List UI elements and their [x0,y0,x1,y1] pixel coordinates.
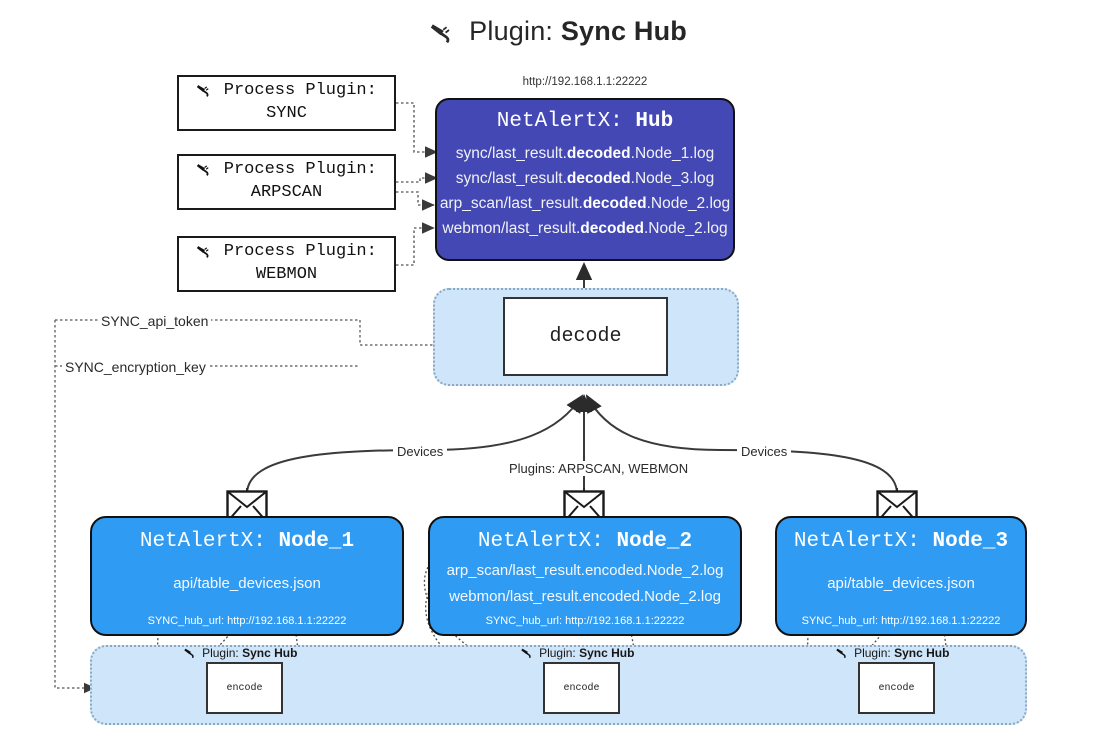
node-label-name: Node_2 [616,530,693,553]
hub-log-line: webmon/last_result.decoded.Node_2.log [442,220,728,238]
page-title-name: Sync Hub [560,16,687,46]
page-title: Plugin: Sync Hub [0,16,1117,47]
hub-log-line: arp_scan/last_result.decoded.Node_2.log [439,195,731,213]
encode-title: Plugin: Sync Hub [521,646,634,660]
node-box-node-2[interactable]: NetAlertX: Node_2 arp_scan/last_result.e… [428,516,742,636]
node-label-name: Node_3 [932,530,1009,553]
encode-title: Plugin: Sync Hub [184,646,297,660]
plugin-box-line1: Process Plugin: [223,81,377,101]
plug-icon [196,161,223,179]
plugin-box-line2: SYNC [266,104,307,123]
node-footer: SYNC_hub_url: http://192.168.1.1:22222 [147,615,347,627]
hub-url-label: http://192.168.1.1:22222 [522,76,648,88]
node-box-node-3[interactable]: NetAlertX: Node_3 api/table_devices.json… [775,516,1027,636]
setting-label-encryption-key: SYNC_encryption_key [62,359,209,375]
node-box-node-1[interactable]: NetAlertX: Node_1 api/table_devices.json… [90,516,404,636]
decode-box[interactable]: decode [503,297,668,376]
plug-icon [196,243,223,261]
process-plugin-box-arpscan[interactable]: Process Plugin: ARPSCAN [177,154,396,210]
page-title-prefix: Plugin: [469,16,554,46]
plug-icon [521,648,537,660]
node-label-prefix: NetAlertX: [139,530,266,553]
decode-label: decode [549,325,622,348]
node-line: arp_scan/last_result.encoded.Node_2.log [446,561,724,579]
plug-icon [836,648,852,660]
plugin-box-line1: Process Plugin: [223,160,377,180]
hub-label-name: Hub [635,110,674,133]
encode-label: encode [878,682,915,694]
encode-label: encode [226,682,263,694]
plugin-box-line2: WEBMON [255,265,318,284]
node-label-name: Node_1 [278,530,355,553]
edge-label-devices-left: Devices [393,444,448,459]
encode-box[interactable]: encode [543,662,620,714]
process-plugin-box-sync[interactable]: Process Plugin: SYNC [177,75,396,131]
plugin-box-line1: Process Plugin: [223,242,377,262]
hub-log-line: sync/last_result.decoded.Node_1.log [455,145,715,162]
setting-label-api-token: SYNC_api_token [98,313,212,329]
hub-node[interactable]: NetAlertX: Hub sync/last_result.decoded.… [435,98,735,261]
node-line: webmon/last_result.encoded.Node_2.log [449,588,721,605]
hub-label-prefix: NetAlertX: [496,110,623,133]
edge-label-plugins-center: Plugins: ARPSCAN, WEBMON [505,461,693,476]
node-label-prefix: NetAlertX: [793,530,920,553]
process-plugin-box-webmon[interactable]: Process Plugin: WEBMON [177,236,396,292]
node-label-prefix: NetAlertX: [477,530,604,553]
plugin-box-line2: ARPSCAN [250,183,323,202]
edge-label-devices-right: Devices [737,444,792,459]
encode-title: Plugin: Sync Hub [836,646,949,660]
node-footer: SYNC_hub_url: http://192.168.1.1:22222 [485,615,685,627]
plug-icon [196,82,223,100]
plug-icon [430,18,463,46]
encode-box[interactable]: encode [858,662,935,714]
encode-label: encode [563,682,600,694]
plug-icon [184,648,200,660]
hub-log-line: sync/last_result.decoded.Node_3.log [455,170,715,188]
node-footer: SYNC_hub_url: http://192.168.1.1:22222 [801,615,1001,627]
encode-box[interactable]: encode [206,662,283,714]
node-line: api/table_devices.json [827,574,975,592]
node-line: api/table_devices.json [173,574,321,592]
